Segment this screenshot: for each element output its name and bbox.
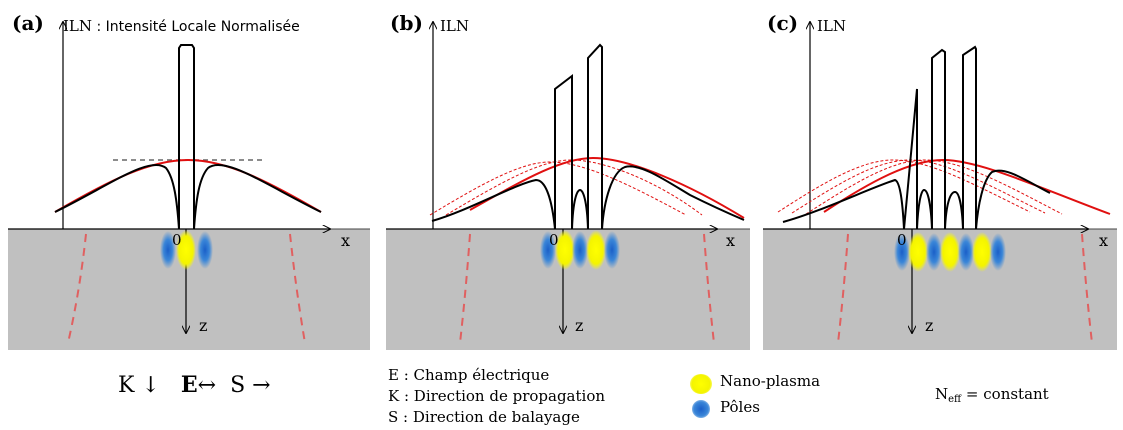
previous-gaussian-1-c	[777, 159, 1031, 213]
legend-k-line: K : Direction de propagation	[388, 387, 606, 405]
nano-plasma-legend-icon	[690, 374, 712, 394]
pole-spot	[604, 231, 620, 269]
pole-spot	[894, 233, 910, 271]
pole-spot	[958, 233, 974, 271]
gaussian-red-c	[823, 158, 1111, 215]
intensity-black-a	[54, 44, 322, 230]
nano-plasma-spot	[940, 232, 960, 272]
nano-plasma-spot	[972, 232, 992, 272]
field-boundary-left-a	[67, 233, 87, 344]
neff-equation: Neff = constant	[935, 385, 1049, 405]
intensity-black-b	[431, 43, 745, 230]
pole-spot	[572, 231, 588, 269]
pole-spot	[926, 233, 942, 271]
panel-letter-c: (c)	[767, 11, 798, 35]
legend-s-line: S : Direction de balayage	[388, 408, 580, 426]
s-vector-label: S	[230, 373, 246, 398]
z-axis-label-a: z	[199, 316, 207, 335]
z-axis-label-b: z	[575, 316, 583, 335]
nano-plasma-legend-label: Nano-plasma	[720, 372, 821, 390]
poles-legend-label: Pôles	[720, 398, 760, 416]
origin-label-b: 0	[549, 231, 559, 249]
panel-letter-b: (b)	[390, 11, 423, 35]
gaussian-red-b	[469, 156, 745, 219]
nano-plasma-spot	[586, 230, 606, 270]
origin-label-c: 0	[897, 231, 907, 249]
neff-rest: = constant	[961, 385, 1049, 403]
panel-letter-a: (a)	[12, 11, 44, 35]
nano-plasma-spot	[176, 230, 196, 270]
panel-c: (c) ILN x z 0	[763, 11, 1117, 350]
previous-gaussian-1-b	[429, 161, 687, 216]
x-axis-label-a: x	[341, 231, 350, 250]
y-axis-label-b: ILN	[440, 17, 469, 35]
z-axis-label-c: z	[925, 316, 933, 335]
y-axis-label-c: ILN	[817, 17, 846, 35]
x-axis-label-c: x	[1099, 231, 1108, 250]
nano-plasma-spot	[555, 230, 575, 270]
field-boundary-right-a	[289, 233, 306, 344]
y-axis-label-a: ILN : Intensité Locale Normalisée	[63, 17, 300, 35]
e-arrow-icon: ↔	[197, 373, 217, 398]
s-arrow-icon: →	[252, 373, 271, 398]
previous-gaussian-3-c	[805, 159, 1063, 215]
pole-spot	[540, 231, 556, 269]
x-axis-label-b: x	[726, 231, 735, 250]
origin-label-a: 0	[172, 231, 182, 249]
k-arrow-icon: ↓	[141, 373, 160, 398]
intensity-black-c	[782, 45, 1051, 230]
vector-notation: K ↓ E↔ S →	[118, 372, 271, 398]
pole-spot	[197, 231, 213, 269]
k-vector-label: K	[118, 373, 135, 398]
nano-plasma-spot	[908, 232, 928, 272]
panel-b: (b) ILN x z 0	[386, 11, 750, 350]
pole-spot	[990, 233, 1006, 271]
gaussian-red-a	[54, 158, 322, 213]
panel-a: (a) ILN : Intensité Locale Normalisée x …	[8, 11, 370, 350]
neff-subscript: eff	[948, 394, 962, 405]
poles-legend-icon	[692, 400, 710, 418]
pole-spot	[160, 231, 176, 269]
e-vector-label: E	[180, 372, 198, 398]
neff-n: N	[935, 385, 949, 403]
legend-e-line: E : Champ électrique	[388, 366, 550, 384]
